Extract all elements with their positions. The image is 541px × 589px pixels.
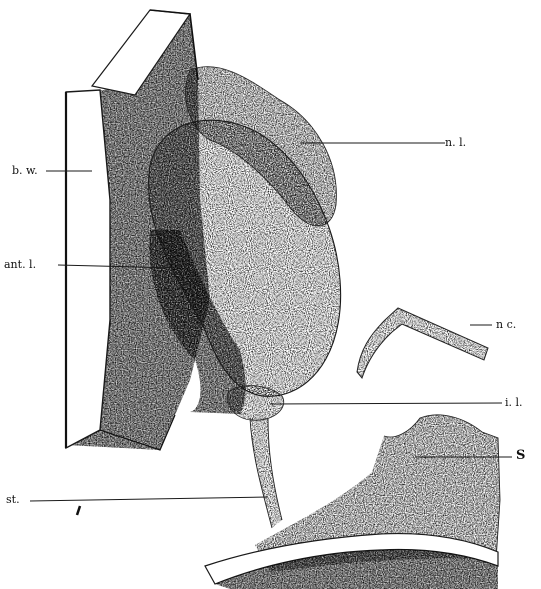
nerve-cord xyxy=(357,308,488,378)
label-antl: ant. l. xyxy=(4,259,36,271)
label-il: i. l. xyxy=(505,397,523,409)
label-bw: b. w. xyxy=(12,165,38,177)
label-nc: n c. xyxy=(496,319,516,331)
small-mark xyxy=(77,506,80,515)
label-nl: n. l. xyxy=(445,137,466,149)
stalk xyxy=(250,418,282,528)
label-st: st. xyxy=(6,494,20,506)
base-bone xyxy=(205,415,500,589)
label-s: S xyxy=(516,450,525,462)
